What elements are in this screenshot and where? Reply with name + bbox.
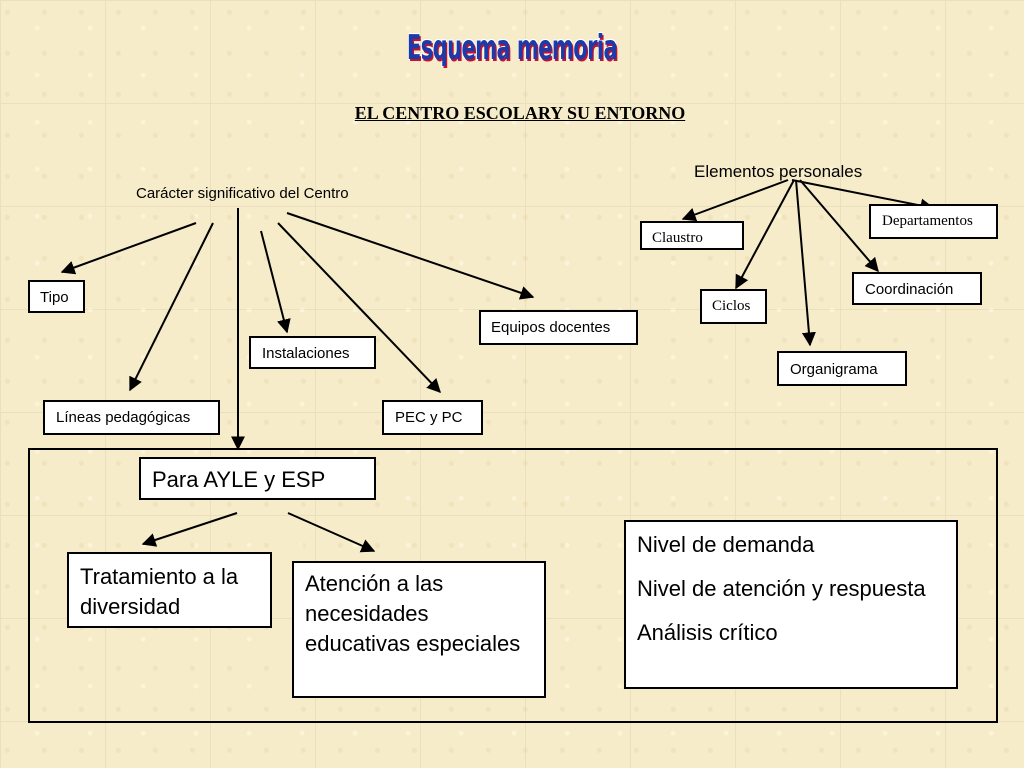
arrow-to-tratamiento [141,512,238,547]
coordinacion-box: Coordinación [852,272,982,305]
nivel-atencion: Nivel de atención y respuesta [637,576,926,601]
tratamiento-box: Tratamiento a la diversidad [67,552,272,628]
caracter-heading: Carácter significativo del Centro [136,185,349,202]
arrow-to-atencion [287,512,376,553]
para-ayle-container [28,448,998,723]
ciclos-box: Ciclos [700,289,767,324]
analisis-critico: Análisis crítico [637,620,778,645]
arrow-to-coordinacion [799,179,879,273]
departamentos-box: Departamentos [869,204,998,239]
instalaciones-box: Instalaciones [249,336,376,369]
arrow-to-tipo [60,222,197,275]
nivel-demanda: Nivel de demanda [637,532,815,557]
arrow-to-equipos [286,212,535,300]
arrow-to-pec [277,222,441,394]
arrow-to-departamentos [791,179,935,213]
elementos-heading: Elementos personales [694,162,863,181]
pec-box: PEC y PC [382,400,483,435]
para-ayle-box: Para AYLE y ESP [139,457,376,500]
nivel-box: Nivel de demanda Nivel de atención y res… [624,520,958,689]
arrow-to-claustro [681,179,789,222]
arrow-to-instalaciones [260,230,291,334]
tipo-box: Tipo [28,280,85,313]
organigrama-box: Organigrama [777,351,907,386]
claustro-box: Claustro [640,221,744,250]
arrow-to-ciclos [735,179,795,290]
slide-subtitle: EL CENTRO ESCOLARY SU ENTORNO [354,103,686,123]
slide-title: Esquema memoria [406,28,618,68]
atencion-box: Atención a las necesidades educativas es… [292,561,546,698]
equipos-box: Equipos docentes [479,310,638,345]
arrow-to-lineas [129,222,214,392]
lineas-box: Líneas pedagógicas [43,400,220,435]
arrow-to-organigrama [795,179,816,347]
